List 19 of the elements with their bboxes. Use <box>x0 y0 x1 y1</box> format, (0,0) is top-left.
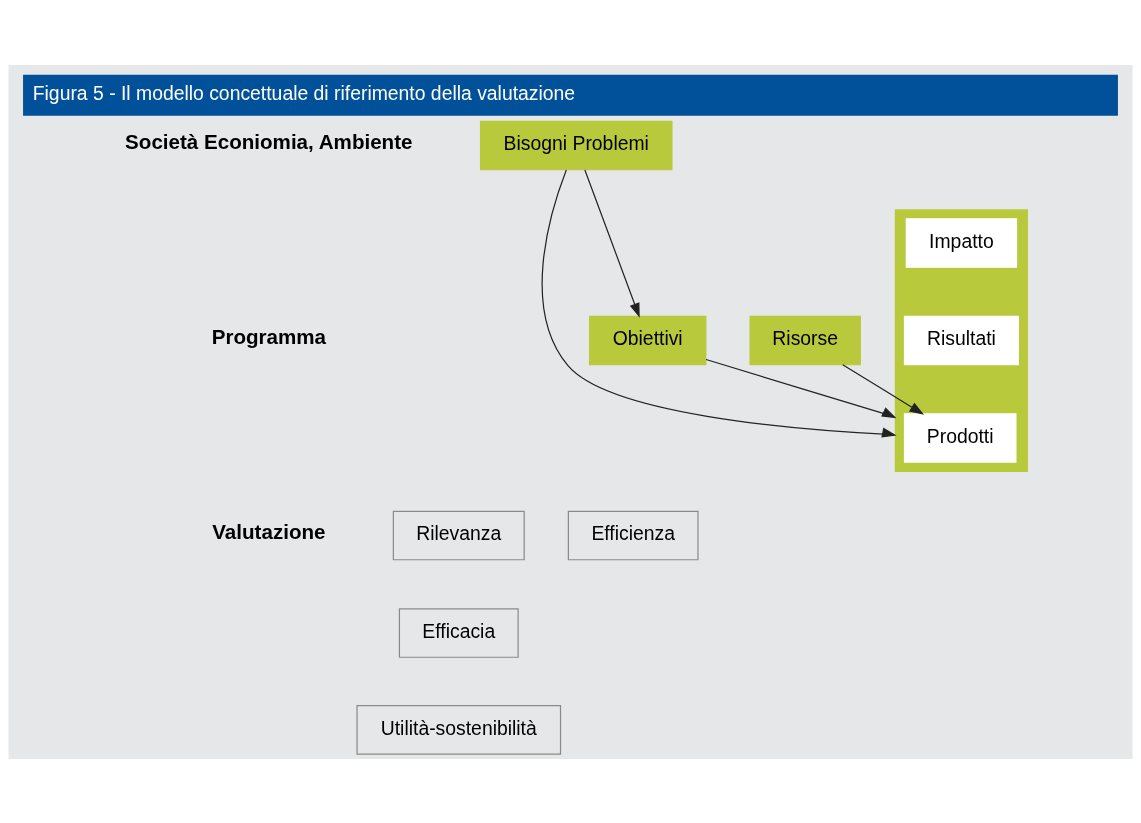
node-box: Utilità-sostenibilità <box>356 704 562 755</box>
label: Programma <box>211 324 327 348</box>
label: Valutazione <box>212 519 326 543</box>
node-box: Risultati <box>903 315 1019 365</box>
label: Società Econiomia, Ambiente <box>125 129 413 153</box>
node-box: Prodotti <box>903 412 1017 463</box>
arrow <box>842 363 925 415</box>
cluster <box>894 208 1028 472</box>
node-box: Obiettivi <box>588 315 707 365</box>
arrow <box>584 168 640 318</box>
node-box: Rilevanza <box>392 510 525 560</box>
node-box: Efficacia <box>398 607 519 658</box>
node-box: Risorse <box>749 315 861 365</box>
arrow <box>705 358 897 418</box>
arrow <box>541 168 897 438</box>
diagram-title: Figura 5 - Il modello concettuale di riferimento della valutazione <box>32 81 576 104</box>
node-box: Efficienza <box>567 510 699 560</box>
node-box: Bisogni Problemi <box>479 120 673 170</box>
node-box: Impatto <box>905 217 1018 268</box>
